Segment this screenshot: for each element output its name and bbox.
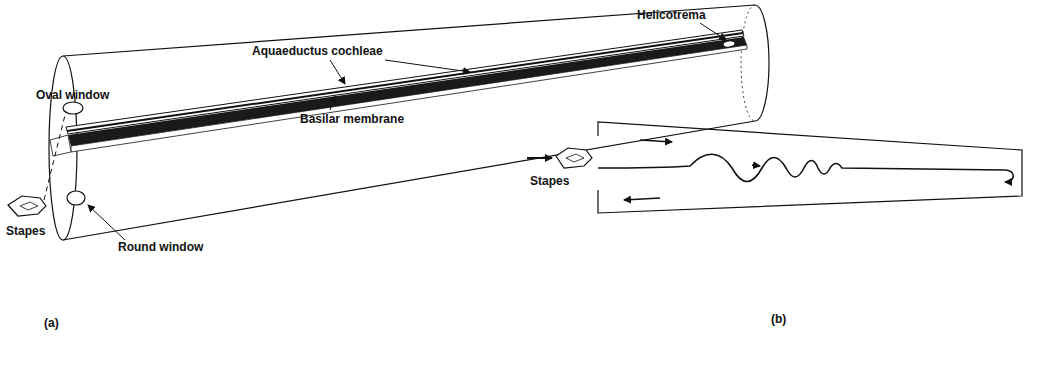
part-label: Aquaeductus cochleae bbox=[252, 44, 383, 58]
part-label: Stapes bbox=[530, 174, 569, 188]
part-label: Oval window bbox=[36, 88, 109, 102]
basilar-membrane bbox=[50, 37, 747, 156]
part-label: Basilar membrane bbox=[300, 112, 404, 126]
travelling-wave bbox=[598, 140, 1013, 200]
round-window bbox=[67, 191, 85, 205]
cochlea-tube-schematic bbox=[598, 122, 1022, 213]
helicotrema-opening bbox=[723, 40, 736, 48]
stapes-symbol bbox=[8, 111, 66, 216]
leader-lines bbox=[88, 23, 726, 240]
panel-label: (a) bbox=[44, 316, 59, 330]
aquaeductus-strip bbox=[66, 30, 744, 134]
part-label: Stapes bbox=[6, 224, 45, 238]
cochlea-tube bbox=[49, 5, 769, 240]
part-label: Helicotrema bbox=[637, 8, 706, 22]
panel-label: (b) bbox=[771, 312, 786, 326]
part-label: Round window bbox=[118, 240, 203, 254]
stapes-symbol bbox=[527, 148, 592, 168]
